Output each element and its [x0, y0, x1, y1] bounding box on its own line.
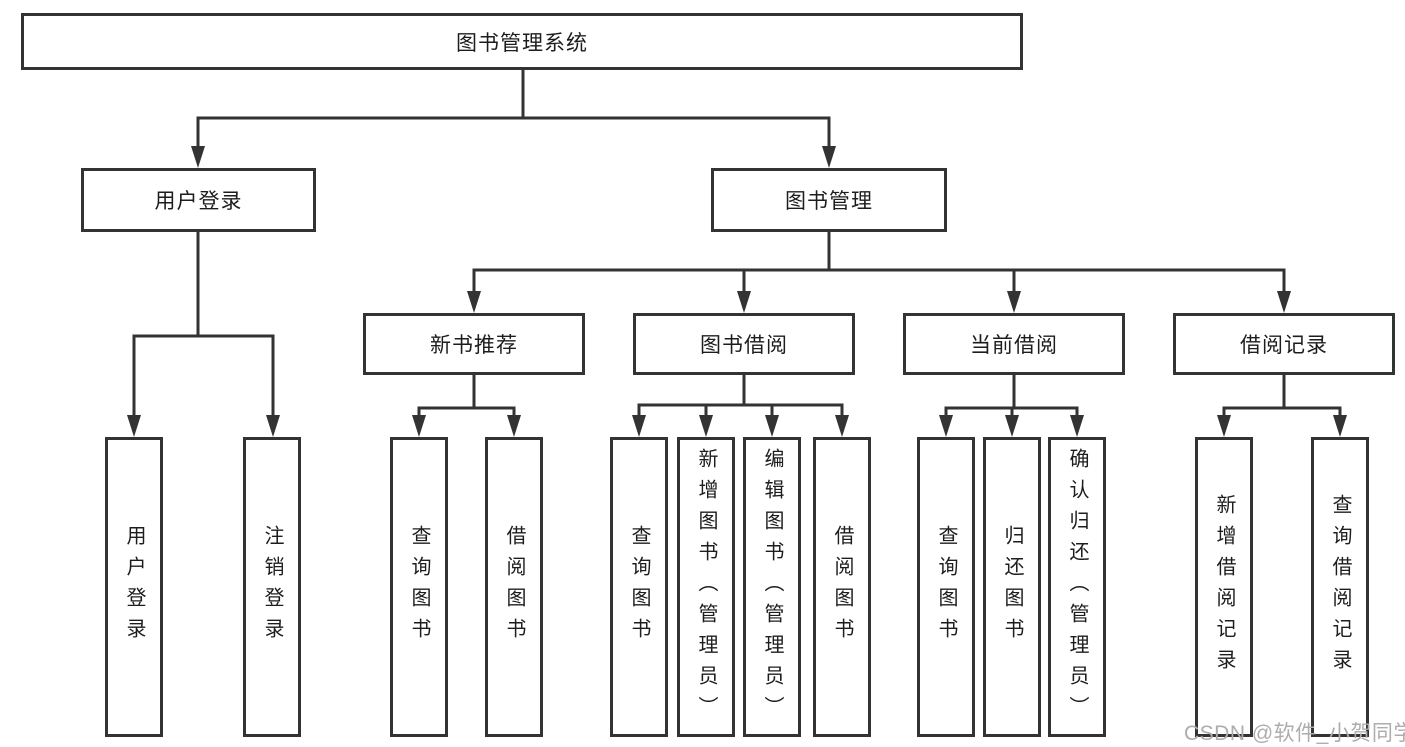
node-root-system: 图书管理系统: [21, 13, 1023, 70]
node-label: 图书管理: [785, 190, 873, 213]
node-user-login: 用户登录: [81, 168, 316, 232]
leaf-query-borrow-record: 查询借阅记录: [1311, 437, 1369, 737]
leaf-logout: 注销登录: [243, 437, 301, 737]
node-label: 注销登录: [261, 525, 283, 649]
watermark: CSDN @软件_小贺同学: [1184, 722, 1405, 745]
node-book-borrow: 图书借阅: [633, 313, 855, 375]
connector-user-login: [132, 232, 275, 419]
node-label: 归还图书: [1001, 525, 1023, 649]
node-label: 查询借阅记录: [1329, 494, 1351, 680]
leaf-borrow-books: 借阅图书: [813, 437, 871, 737]
leaf-confirm-return-admin: 确认归还（管理员）: [1048, 437, 1106, 737]
leaf-borrow-books-recommend: 借阅图书: [485, 437, 543, 737]
node-current-borrow: 当前借阅: [903, 313, 1125, 375]
connector-new-book: [417, 375, 516, 419]
leaf-query-books-current: 查询图书: [917, 437, 975, 737]
node-label: 借阅记录: [1240, 334, 1328, 357]
leaf-query-books-recommend: 查询图书: [390, 437, 448, 737]
node-new-book-recommend: 新书推荐: [363, 313, 585, 375]
node-label: 用户登录: [123, 525, 145, 649]
connector-root: [196, 70, 831, 150]
node-label: 图书管理系统: [456, 31, 588, 55]
node-label: 用户登录: [154, 190, 243, 213]
leaf-add-borrow-record: 新增借阅记录: [1195, 437, 1253, 737]
node-label: 借阅图书: [831, 525, 853, 649]
node-label: 确认归还（管理员）: [1066, 447, 1088, 727]
node-label: 新书推荐: [430, 334, 518, 357]
connector-current-borrow: [944, 375, 1079, 419]
node-label: 新增借阅记录: [1213, 494, 1235, 680]
node-book-management: 图书管理: [711, 168, 947, 232]
node-label: 新增图书（管理员）: [695, 447, 717, 727]
node-label: 图书借阅: [700, 334, 788, 357]
leaf-query-books-borrow: 查询图书: [610, 437, 668, 737]
connector-book-borrow: [637, 375, 844, 419]
node-label: 借阅图书: [503, 525, 525, 649]
node-label: 编辑图书（管理员）: [761, 447, 783, 727]
node-borrow-records: 借阅记录: [1173, 313, 1395, 375]
node-label: 当前借阅: [970, 334, 1058, 357]
leaf-return-book: 归还图书: [983, 437, 1041, 737]
node-label: 查询图书: [935, 525, 957, 649]
leaf-user-login: 用户登录: [105, 437, 163, 737]
leaf-edit-book-admin: 编辑图书（管理员）: [743, 437, 801, 737]
node-label: 查询图书: [408, 525, 430, 649]
leaf-add-book-admin: 新增图书（管理员）: [677, 437, 735, 737]
connector-book-management: [472, 232, 1286, 295]
connector-borrow-records: [1222, 375, 1342, 419]
node-label: 查询图书: [628, 525, 650, 649]
